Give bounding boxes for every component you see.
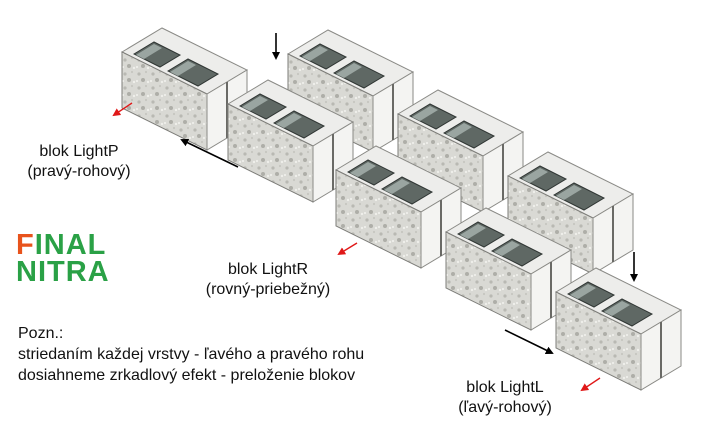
logo-letter-f: F [16,229,35,261]
arrow-icon [504,329,554,354]
concrete-block-icon [555,267,682,391]
label-light-l-name: blok LightL [466,379,544,396]
label-light-r-name: blok LightR [227,261,309,278]
note-block: Pozn.: striedaním každej vrstvy - ľavého… [18,323,364,386]
arrow-icon [180,139,239,168]
label-light-l: blok LightL (ľavý-rohový) [440,378,570,418]
logo-line-1: FINAL [16,229,110,261]
arrow-icon [337,242,358,256]
label-light-p: blok LightP (pravý-rohový) [14,142,144,182]
arrow-icon [112,102,133,117]
note-line-1: striedaním každej vrstvy - ľavého a prav… [18,346,365,363]
label-light-p-type: (pravý-rohový) [27,163,131,180]
logo-inal: INAL [34,229,107,261]
label-light-l-type: (ľavý-rohový) [458,399,552,416]
note-title: Pozn.: [18,325,64,342]
label-light-p-name: blok LightP [39,143,119,160]
label-light-r-type: (rovný-priebežný) [205,281,331,298]
final-nitra-logo: FINAL NITRA [16,229,110,288]
logo-line-2: NITRA [16,256,110,288]
note-line-2: dosiahneme zrkadlový efekt - preloženie … [18,367,356,384]
arrow-icon [580,377,601,392]
label-light-r: blok LightR (rovný-priebežný) [188,260,348,300]
